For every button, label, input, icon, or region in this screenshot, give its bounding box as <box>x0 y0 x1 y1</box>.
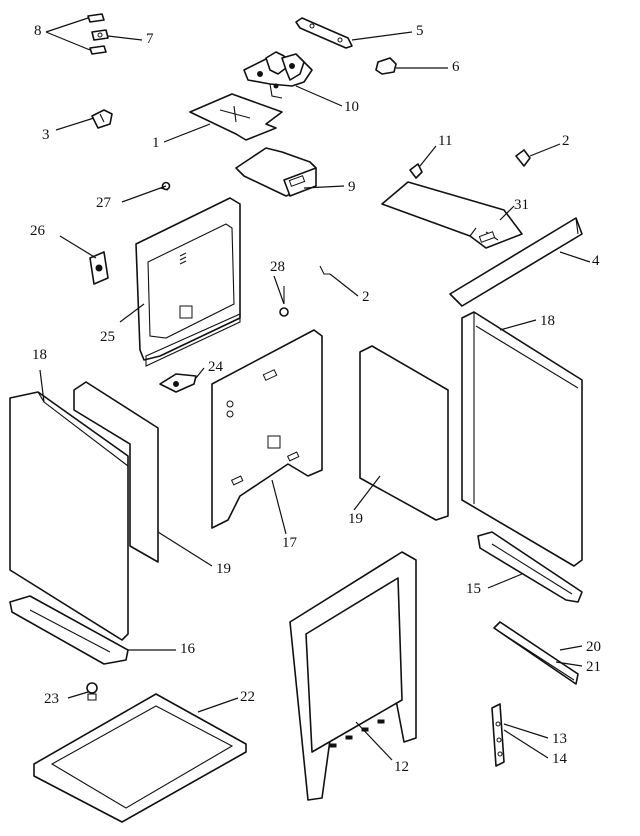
callout-12: 12 <box>394 759 409 775</box>
part-6-block <box>375 57 397 75</box>
callout-18b: 18 <box>540 313 555 329</box>
callout-1: 1 <box>152 135 160 151</box>
part-2-clip-middle <box>319 265 330 275</box>
leader-lines <box>39 17 591 761</box>
part-18-right-side-panel <box>461 311 583 567</box>
part-24-bracket <box>159 373 197 393</box>
callout-2a: 2 <box>562 133 570 149</box>
part-19-center-liner <box>359 345 449 521</box>
callout-24: 24 <box>208 359 223 375</box>
part-25-rear-panel <box>135 197 241 367</box>
part-13-14-bracket <box>491 703 505 767</box>
callout-4: 4 <box>592 253 600 269</box>
part-7-bracket <box>91 29 109 41</box>
part-16-base-rail <box>9 595 129 665</box>
part-31-panel <box>381 181 523 249</box>
callout-19b: 19 <box>348 511 363 527</box>
callout-14: 14 <box>552 751 567 767</box>
part-5-strip <box>295 17 353 49</box>
callout-27: 27 <box>96 195 111 211</box>
part-15-base-rail <box>477 531 583 603</box>
callout-3: 3 <box>42 127 50 143</box>
callout-2b: 2 <box>362 289 370 305</box>
callout-10: 10 <box>344 99 359 115</box>
callout-23: 23 <box>44 691 59 707</box>
callout-26: 26 <box>30 223 45 239</box>
part-26-plate <box>89 251 109 285</box>
callout-28: 28 <box>270 259 285 275</box>
part-19-left-liner <box>73 381 159 563</box>
callout-5: 5 <box>416 23 424 39</box>
part-10-hinge <box>243 51 313 99</box>
part-4-rail <box>449 217 583 307</box>
callout-20: 20 <box>586 639 601 655</box>
callout-6: 6 <box>452 59 460 75</box>
callout-17: 17 <box>282 535 297 551</box>
callout-18a: 18 <box>32 347 47 363</box>
part-1-plate <box>189 93 283 141</box>
callout-22: 22 <box>240 689 255 705</box>
part-22-bottom-tray <box>33 693 247 823</box>
callout-9: 9 <box>348 179 356 195</box>
callout-19a: 19 <box>216 561 231 577</box>
part-2-clip-top <box>515 149 531 167</box>
callout-15: 15 <box>466 581 481 597</box>
part-11-knob <box>409 163 423 179</box>
part-12-front-frame <box>289 551 417 801</box>
callout-11: 11 <box>438 133 453 149</box>
part-28-fastener <box>279 286 289 317</box>
part-17-center-panel <box>211 329 323 529</box>
callout-21: 21 <box>586 659 601 675</box>
callout-25: 25 <box>100 329 115 345</box>
callout-7: 7 <box>146 31 154 47</box>
callout-8: 8 <box>34 23 42 39</box>
part-20-21-rail <box>493 621 579 685</box>
part-9-bracket <box>235 147 317 197</box>
part-23-leveling-leg <box>86 682 98 701</box>
part-18-left-side-panel <box>9 391 129 641</box>
callout-31: 31 <box>514 197 529 213</box>
callout-13: 13 <box>552 731 567 747</box>
part-3-clip <box>91 109 113 129</box>
callout-16: 16 <box>180 641 195 657</box>
part-8-clips <box>87 13 107 55</box>
